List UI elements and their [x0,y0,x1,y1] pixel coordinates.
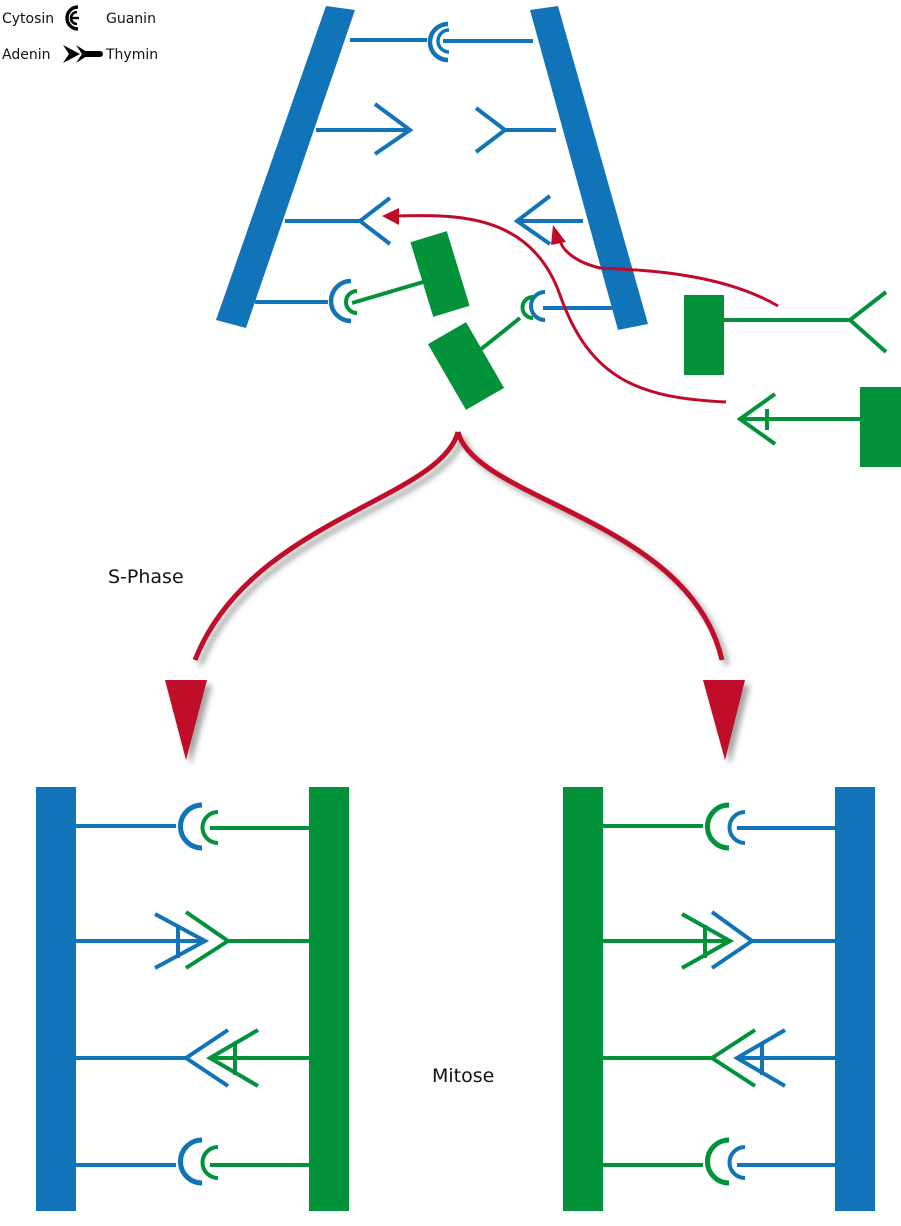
legend-at-icon [63,45,103,63]
top-rung-gc-right [478,290,615,352]
daughter-dna-right [563,787,875,1211]
br-rung-cg-4 [603,1137,836,1186]
replication-split-arrow [165,431,745,760]
new-nucleotide-backbone-lower [427,322,505,410]
s-phase-label: S-Phase [108,566,184,588]
left-template-strand [36,787,76,1211]
new-nucleotide-backbone-top [410,231,470,317]
top-rung-cg-left [255,278,431,324]
incoming-arrow-to-left [382,208,727,404]
legend-guanine-label: Guanin [106,11,156,27]
right-new-strand [563,787,603,1211]
bl-rung-at-2 [76,910,310,970]
top-rung-cg [350,21,533,63]
legend-cytosine-label: Cytosin [2,11,55,27]
incoming-arrow-to-right [551,225,779,308]
bl-rung-ta-3 [76,1028,310,1088]
free-nucleotide-t [684,290,888,375]
br-rung-cg-1 [603,802,836,851]
legend-cg-icon [65,5,79,31]
br-rung-at-2 [603,910,836,970]
top-rung-ta [285,194,583,246]
top-left-strand [216,6,355,328]
top-rung-at [316,102,556,156]
mitose-label: Mitose [432,1065,495,1087]
left-new-strand [309,787,349,1211]
legend-adenine-label: Adenin [2,47,51,63]
bl-rung-cg-1 [76,802,310,851]
br-rung-ta-3 [603,1028,836,1088]
right-template-strand [835,787,875,1211]
free-nucleotide-a [736,387,901,467]
legend-thymine-label: Thymin [106,47,159,63]
top-right-strand [530,6,648,330]
daughter-dna-left [36,787,349,1211]
bl-rung-cg-4 [76,1137,310,1186]
